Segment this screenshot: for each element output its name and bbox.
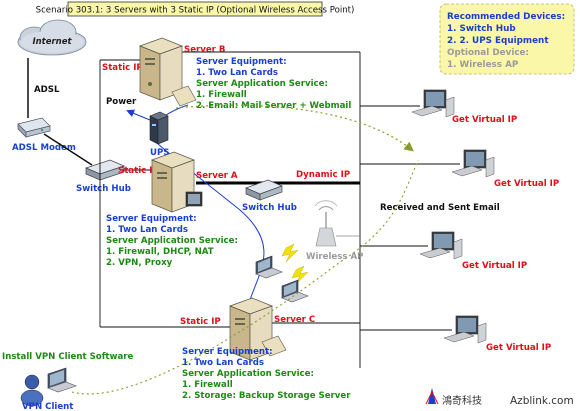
wireless-signal-icon-2 [291, 265, 309, 285]
install-vpn-label: Install VPN Client Software [2, 352, 134, 362]
recommended-item-2: 2. 2. UPS Equipment [447, 36, 549, 46]
client-1-label: Get Virtual IP [452, 115, 517, 125]
wireless-ap-icon [314, 200, 338, 247]
server-c-service-heading: Server Application Service: [182, 369, 314, 379]
server-a-icon [151, 151, 195, 213]
laptop-icon-2 [281, 279, 309, 303]
server-c-equip-heading: Server Equipment: [182, 347, 273, 357]
internet-label: Internet [32, 37, 72, 47]
server-a-service-1: 1. Firewall, DHCP, NAT [106, 247, 214, 257]
server-a-equip-heading: Server Equipment: [106, 214, 197, 224]
server-c-keyboard-icon [261, 335, 287, 357]
laptop-icon-1 [255, 255, 283, 279]
ups-icon [149, 111, 169, 145]
received-sent-email-label: Received and Sent Email [380, 203, 500, 213]
vpn-client-label: VPN Client [22, 402, 73, 411]
internet-cloud-icon: Internet [17, 19, 87, 56]
client-4-label: Get Virtual IP [486, 343, 551, 353]
client-pc-3-icon [419, 231, 463, 260]
client-pc-1-icon [411, 89, 455, 118]
switch-hub-left-icon [85, 159, 125, 181]
email-flow-path [175, 104, 414, 152]
server-b-icon [139, 37, 183, 101]
server-c-name: Server C [274, 315, 315, 325]
adsl-label: ADSL [34, 85, 60, 95]
switch-hub-mid-icon [245, 179, 283, 201]
vpn-client-laptop-icon [47, 367, 77, 393]
ups-label: UPS [150, 148, 169, 158]
recommended-heading: Recommended Devices: [447, 12, 565, 22]
switch-hub-mid-label: Switch Hub [242, 203, 297, 213]
server-c-service-2: 2. Storage: Backup Storage Server [182, 391, 351, 401]
server-a-name: Server A [196, 171, 238, 181]
static-ip-b-label: Static IP [102, 63, 143, 73]
server-a-monitor-icon [185, 191, 203, 207]
brand-chinese: 鴻奇科技 [442, 394, 482, 407]
brand-site: Azblink.com [510, 395, 574, 407]
adsl-modem-icon [17, 117, 51, 138]
server-a-service-2: 2. VPN, Proxy [106, 258, 173, 268]
client-pc-2-icon [451, 149, 495, 178]
dynamic-ip-label: Dynamic IP [296, 170, 350, 180]
recommended-item-1: 1. Switch Hub [447, 24, 516, 34]
static-ip-a-label: Static IP [118, 166, 159, 176]
server-b-service-1: 1. Firewall [196, 90, 247, 100]
optional-item: 1. Wireless AP [447, 60, 519, 70]
page-title: Scenario 303.1: 3 Servers with 3 Static … [36, 6, 355, 16]
server-c-icon [229, 297, 273, 361]
client-3-label: Get Virtual IP [462, 261, 527, 271]
server-c-service-1: 1. Firewall [182, 380, 233, 390]
modem-switch-link [43, 133, 93, 166]
client-pc-4-icon [443, 315, 487, 344]
title-box: Scenario 303.1: 3 Servers with 3 Static … [36, 1, 355, 17]
client-2-label: Get Virtual IP [494, 179, 559, 189]
server-b-service-2: 2. Email: Mail Server + Webmail [196, 101, 351, 111]
wireless-signal-icon-1 [281, 243, 299, 263]
switch-hub-left-label: Switch Hub [76, 184, 131, 194]
recommended-devices-note: Recommended Devices: 1. Switch Hub 2. 2.… [439, 3, 575, 75]
optional-heading: Optional Device: [447, 48, 529, 58]
server-b-keyboard-icon [171, 85, 197, 107]
vpn-client-person-icon [20, 374, 44, 407]
power-label: Power [106, 97, 137, 107]
server-b-name: Server B [184, 45, 225, 55]
server-a-service-heading: Server Application Service: [106, 236, 238, 246]
server-a-equip-1: 1. Two Lan Cards [106, 225, 188, 235]
server-b-service-heading: Server Application Service: [196, 79, 328, 89]
server-b-equip-1: 1. Two Lan Cards [196, 68, 278, 78]
adsl-modem-label: ADSL Modem [12, 143, 76, 153]
vpn-tunnel-path [71, 159, 419, 395]
power-arrow [126, 109, 151, 121]
server-b-equip-heading: Server Equipment: [196, 57, 287, 67]
server-c-equip-1: 1. Two Lan Cards [182, 358, 264, 368]
static-ip-c-label: Static IP [180, 317, 221, 327]
azblink-logo-icon [425, 388, 439, 405]
wireless-ap-label: Wireless AP [306, 252, 363, 262]
